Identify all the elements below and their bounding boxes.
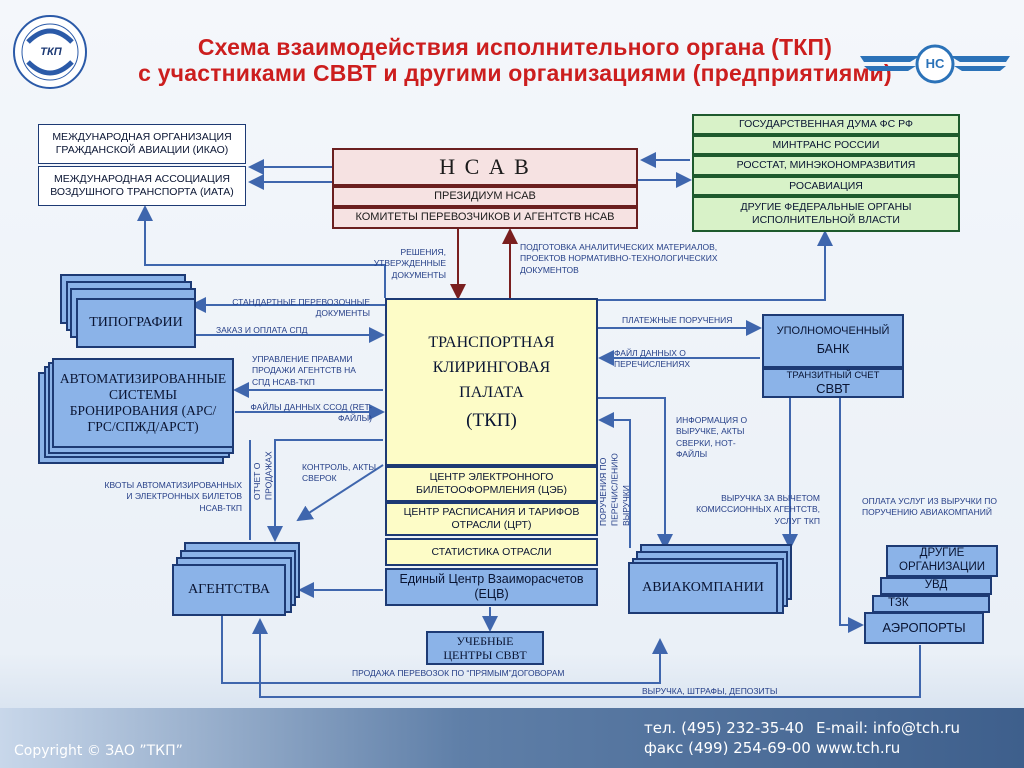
box-iata[interactable]: МЕЖДУНАРОДНАЯ АССОЦИАЦИЯ ВОЗДУШНОГО ТРАН… <box>38 166 246 206</box>
bank-name: БАНК <box>816 342 850 357</box>
box-training-centers[interactable]: УЧЕБНЫЕ ЦЕНТРЫ СВВТ <box>426 631 544 665</box>
box-ecv[interactable]: Единый Центр Взаиморасчетов (ЕЦВ) <box>385 568 598 606</box>
label-rights-mgmt: УПРАВЛЕНИЕ ПРАВАМИ ПРОДАЖИ АГЕНТСТВ НА С… <box>252 354 356 387</box>
bank-title: УПОЛНОМОЧЕННЫЙ <box>776 324 890 337</box>
label-standard-docs: СТАНДАРТНЫЕ ПЕРЕВОЗОЧНЫЕ ДОКУМЕНТЫ <box>232 297 370 319</box>
header: ТКП Схема взаимодействия исполнительного… <box>0 0 1024 100</box>
contact-web[interactable]: www.tch.ru <box>816 739 901 757</box>
label-revenue-info: ИНФОРМАЦИЯ О ВЫРУЧКЕ, АКТЫ СВЕРКИ, НОТ-Ф… <box>676 415 748 460</box>
box-nsav[interactable]: Н С А В <box>332 148 638 186</box>
box-nsav-committees[interactable]: КОМИТЕТЫ ПЕРЕВОЗЧИКОВ И АГЕНТСТВ НСАВ <box>332 207 638 229</box>
copyright: Copyright © ЗАО ”ТКП” <box>14 743 183 759</box>
label-order-pay: ЗАКАЗ И ОПЛАТА СПД <box>216 325 308 335</box>
label-sales-report-vertical: ОТЧЕТ О ПРОДАЖАХ <box>252 451 274 500</box>
box-abs[interactable]: АВТОМАТИЗИРОВАННЫЕ СИСТЕМЫ БРОНИРОВАНИЯ … <box>52 358 234 448</box>
box-bank[interactable]: УПОЛНОМОЧЕННЫЙ БАНК <box>762 314 904 368</box>
label-control: КОНТРОЛЬ, АКТЫ СВЕРОК <box>302 462 377 484</box>
label-payment-orders: ПЛАТЕЖНЫЕ ПОРУЧЕНИЯ <box>622 315 733 325</box>
tkp-logo-icon <box>13 15 87 89</box>
label-net-revenue: ВЫРУЧКА ЗА ВЫЧЕТОМ КОМИССИОННЫХ АГЕНТСТВ… <box>696 493 820 526</box>
tkp-logo-text: ТКП <box>40 46 62 59</box>
box-ceb[interactable]: ЦЕНТР ЭЛЕКТРОННОГО БИЛЕТООФОРМЛЕНИЯ (ЦЭБ… <box>385 466 598 502</box>
box-nsav-presidium[interactable]: ПРЕЗИДИУМ НСАВ <box>332 186 638 207</box>
label-direct-sales: ПРОДАЖА ПЕРЕВОЗОК ПО “ПРЯМЫМ”ДОГОВОРАМ <box>352 668 565 678</box>
nsav-wings-logo-icon <box>860 44 1010 84</box>
box-crt[interactable]: ЦЕНТР РАСПИСАНИЯ И ТАРИФОВ ОТРАСЛИ (ЦРТ) <box>385 502 598 536</box>
box-airlines[interactable]: АВИАКОМПАНИИ <box>628 562 778 614</box>
box-transit-account[interactable]: ТРАНЗИТНЫЙ СЧЕТ СВВТ <box>762 368 904 398</box>
page-title-line1: Схема взаимодействия исполнительного орг… <box>197 34 833 60</box>
label-data-files: ФАЙЛЫ ДАННЫХ ССОД (RET-ФАЙЛЫ) <box>250 402 372 424</box>
contact-phone: тел. (495) 232-35-40 <box>644 719 804 737</box>
box-agencies[interactable]: АГЕНТСТВА <box>172 564 286 616</box>
box-airports[interactable]: АЭРОПОРТЫ <box>864 612 984 644</box>
box-mintrans[interactable]: МИНТРАНС РОССИИ <box>692 135 960 155</box>
label-services-payment: ОПЛАТА УСЛУГ ИЗ ВЫРУЧКИ ПО ПОРУЧЕНИЮ АВИ… <box>862 496 997 518</box>
label-decisions: РЕШЕНИЯ, УТВЕРЖДЕННЫЕ ДОКУМЕНТЫ <box>373 247 446 280</box>
transit-title: ТРАНЗИТНЫЙ СЧЕТ <box>786 369 880 381</box>
label-quotas: КВОТЫ АВТОМАТИЗИРОВАННЫХ И ЭЛЕКТРОННЫХ Б… <box>104 480 242 513</box>
nsav-logo-text: НС <box>925 56 945 72</box>
label-analytics: ПОДГОТОВКА АНАЛИТИЧЕСКИХ МАТЕРИАЛОВ, ПРО… <box>520 242 718 275</box>
contact-fax: факс (499) 254-69-00 <box>644 739 811 757</box>
page-title-line2: с участниками СВВТ и другими организация… <box>138 60 892 86</box>
transit-svvt: СВВТ <box>816 380 850 396</box>
box-rosstat[interactable]: РОССТАТ, МИНЭКОНОМРАЗВИТИЯ <box>692 155 960 176</box>
box-ikao[interactable]: МЕЖДУНАРОДНАЯ ОРГАНИЗАЦИЯ ГРАЖДАНСКОЙ АВ… <box>38 124 246 164</box>
tkp-name: ТРАНСПОРТНАЯ КЛИРИНГОВАЯ ПАЛАТА <box>428 334 555 401</box>
box-stat[interactable]: СТАТИСТИКА ОТРАСЛИ <box>385 538 598 566</box>
label-revenue-fines: ВЫРУЧКА, ШТРАФЫ, ДЕПОЗИТЫ <box>642 686 778 696</box>
box-duma[interactable]: ГОСУДАРСТВЕННАЯ ДУМА ФС РФ <box>692 114 960 135</box>
tkp-abbr: (ТКП) <box>466 409 517 431</box>
box-tkp[interactable]: ТРАНСПОРТНАЯ КЛИРИНГОВАЯ ПАЛАТА (ТКП) <box>385 298 598 466</box>
box-uvd[interactable]: УВД <box>880 577 992 595</box>
box-rosaviation[interactable]: РОСАВИАЦИЯ <box>692 176 960 196</box>
box-other-orgs[interactable]: ДРУГИЕ ОРГАНИЗАЦИИ <box>886 545 998 577</box>
footer <box>0 708 1024 768</box>
label-transfer-files: ФАЙЛ ДАННЫХ О ПЕРЕЧИСЛЕНИЯХ <box>614 348 691 370</box>
box-tipografii[interactable]: ТИПОГРАФИИ <box>76 298 196 348</box>
contact-email[interactable]: E-mail: info@tch.ru <box>816 719 961 737</box>
box-other-federal[interactable]: ДРУГИЕ ФЕДЕРАЛЬНЫЕ ОРГАНЫ ИСПОЛНИТЕЛЬНОЙ… <box>692 196 960 232</box>
box-tzk[interactable]: ТЗК <box>872 595 990 613</box>
